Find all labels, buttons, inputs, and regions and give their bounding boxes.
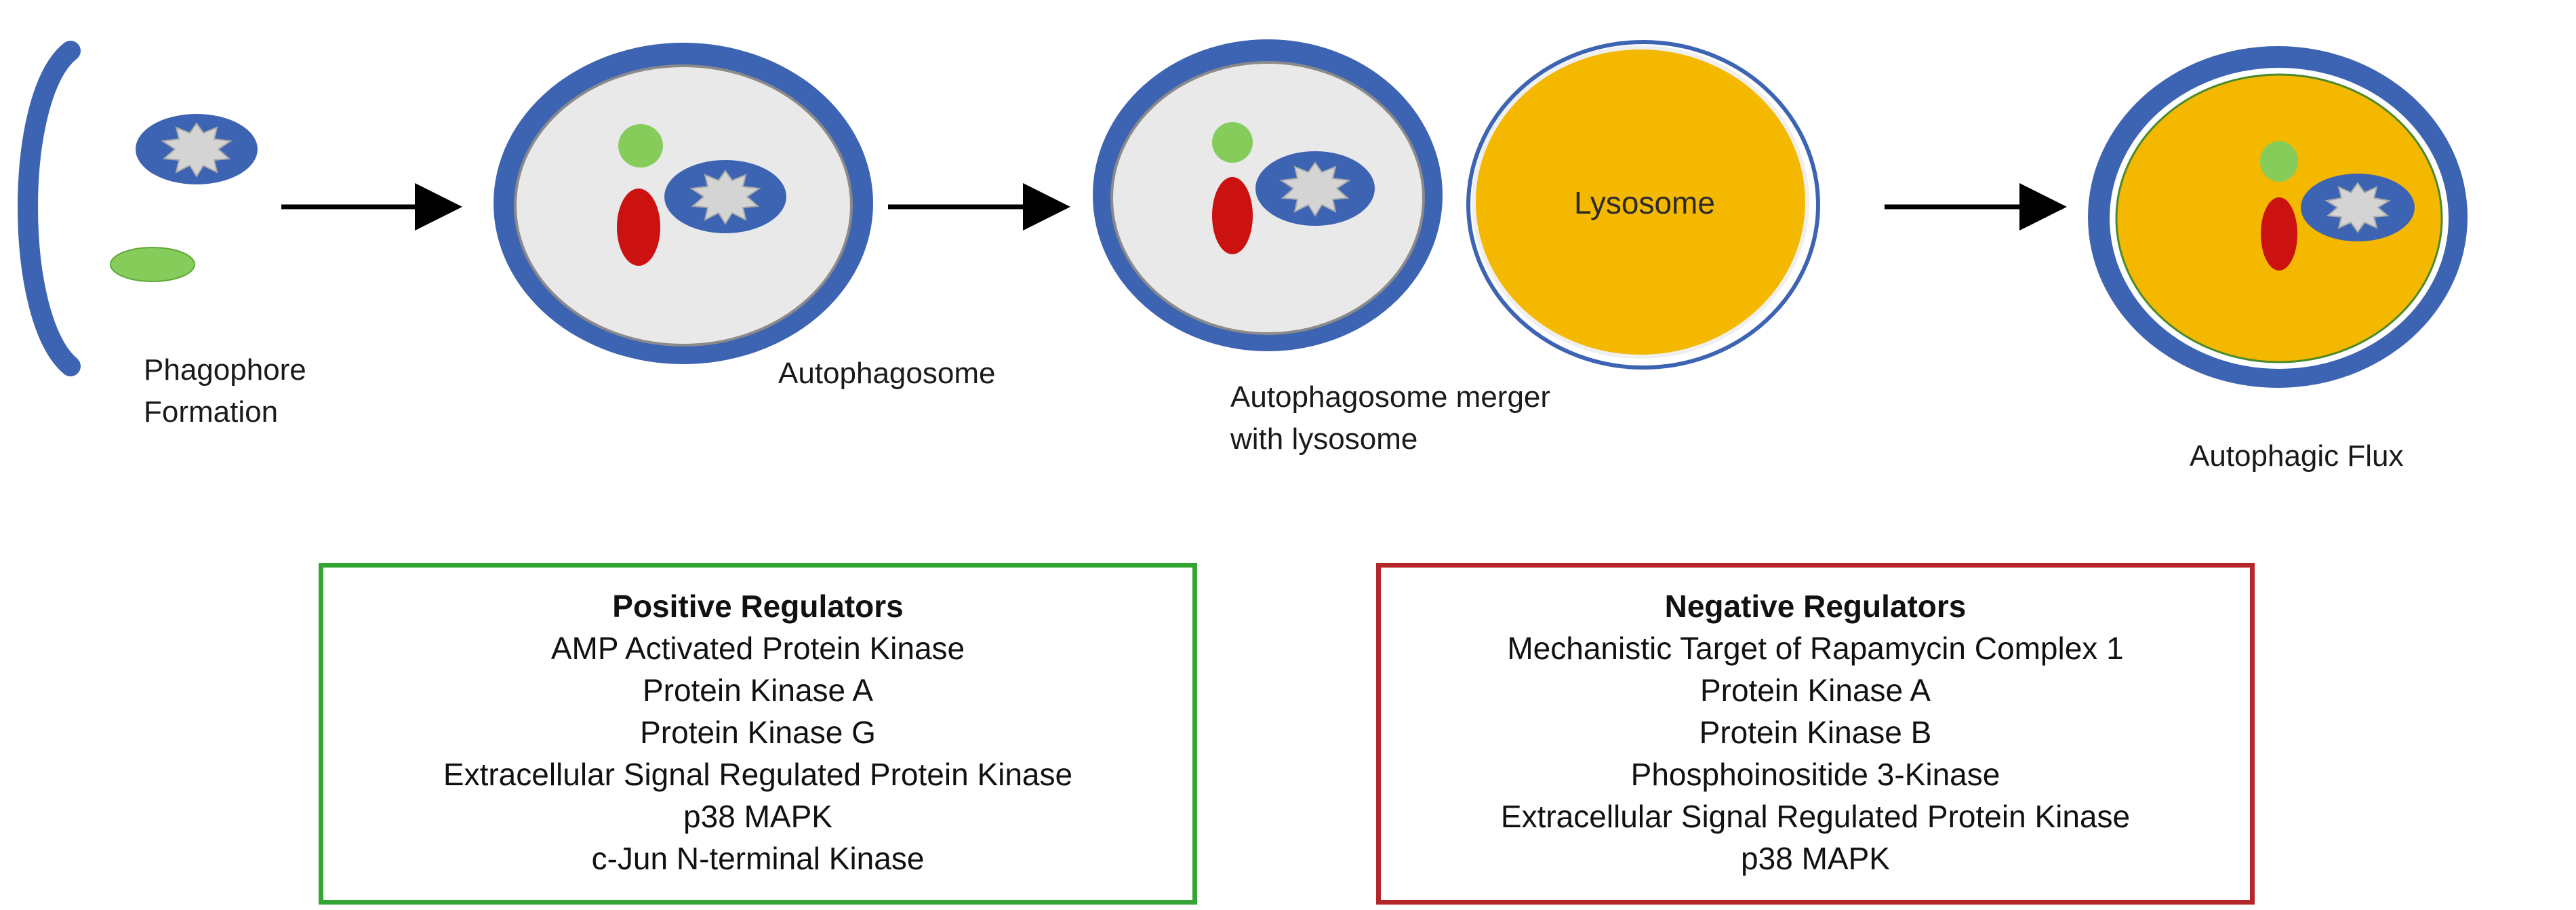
lc3-protein-green xyxy=(110,247,195,282)
positive-regulator-item: Protein Kinase A xyxy=(642,673,874,708)
positive-regulator-item: Extracellular Signal Regulated Protein K… xyxy=(443,757,1073,792)
stage-label-autophagic-flux: Autophagic Flux xyxy=(2190,439,2404,473)
green-protein xyxy=(1212,122,1253,163)
stage-merger: Lysosome Autophagosome merger with lysos… xyxy=(1093,39,1820,456)
cargo-damaged-core xyxy=(2325,182,2391,233)
green-protein xyxy=(618,124,663,167)
stage-label-phagophore: Phagophore xyxy=(144,353,306,387)
red-protein xyxy=(2261,197,2297,271)
positive-regulators-title: Positive Regulators xyxy=(612,589,904,624)
stage-autophagic-flux: Autophagic Flux xyxy=(2088,46,2468,473)
stage-label-autophagosome: Autophagosome xyxy=(778,357,995,390)
lysosome xyxy=(1472,45,1809,359)
negative-regulators-box: Negative Regulators Mechanistic Target o… xyxy=(1376,563,2255,905)
negative-regulator-item: Extracellular Signal Regulated Protein K… xyxy=(1500,799,2131,834)
red-protein xyxy=(1212,177,1253,254)
stage-phagophore-formation: Phagophore Formation xyxy=(18,41,306,429)
positive-regulator-item: Protein Kinase G xyxy=(640,715,876,750)
positive-regulator-item: p38 MAPK xyxy=(683,799,832,834)
lysosome-label: Lysosome xyxy=(1574,185,1715,220)
negative-regulator-item: Protein Kinase B xyxy=(1699,715,1932,750)
negative-regulator-item: p38 MAPK xyxy=(1741,841,1890,876)
cargo-damaged-core xyxy=(1279,161,1351,217)
stage-label-merger-line2: with lysosome xyxy=(1230,422,1417,456)
green-protein xyxy=(2260,141,2298,182)
red-protein xyxy=(617,189,660,266)
negative-regulator-item: Phosphoinositide 3-Kinase xyxy=(1630,757,2000,792)
negative-regulators-title: Negative Regulators xyxy=(1664,589,1967,624)
negative-regulator-item: Mechanistic Target of Rapamycin Complex … xyxy=(1507,631,2124,666)
cargo-damaged-core xyxy=(689,170,761,225)
stage-label-phagophore-line2: Formation xyxy=(144,395,278,429)
positive-regulator-item: AMP Activated Protein Kinase xyxy=(550,631,965,666)
cargo-damaged-core xyxy=(161,122,233,178)
positive-regulator-item: c-Jun N-terminal Kinase xyxy=(591,841,925,876)
positive-regulators-box: Positive Regulators AMP Activated Protei… xyxy=(319,563,1197,905)
phagophore-membrane xyxy=(18,41,81,376)
negative-regulator-item: Protein Kinase A xyxy=(1699,673,1931,708)
stage-autophagosome: Autophagosome xyxy=(494,43,995,390)
stage-label-merger: Autophagosome merger xyxy=(1230,380,1550,414)
